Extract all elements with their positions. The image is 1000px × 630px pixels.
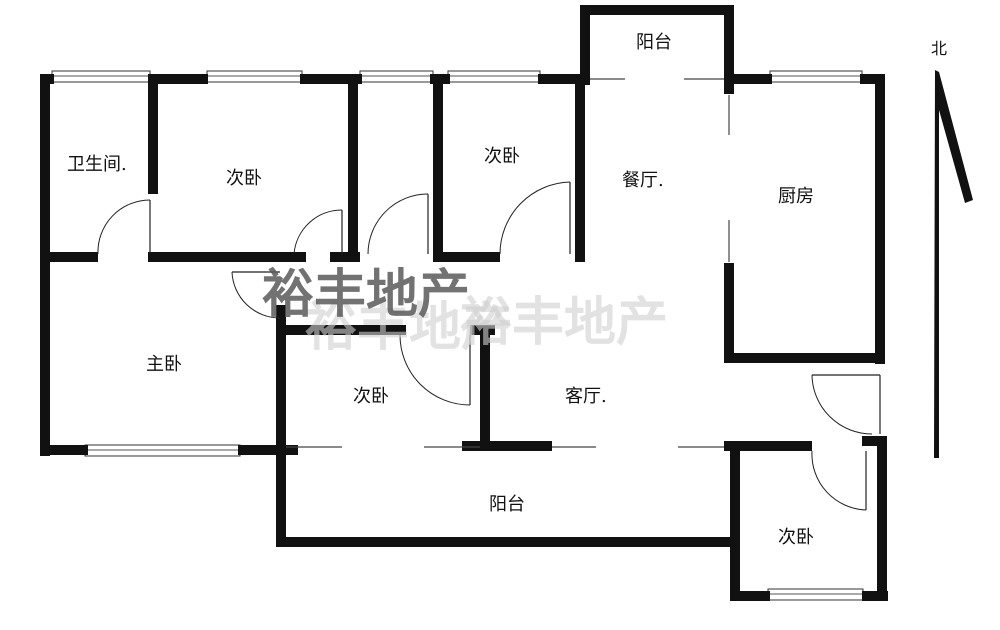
label-dining: 餐厅.: [622, 170, 664, 191]
label-bedroom-top-left: 次卧: [226, 168, 262, 189]
north-arrow-icon: [934, 70, 973, 458]
label-bathroom: 卫生间.: [67, 154, 127, 175]
label-balcony-top: 阳台: [636, 32, 672, 53]
room-labels: 卫生间. 次卧 次卧 阳台 餐厅. 厨房 主卧 次卧 客厅. 阳台 次卧: [67, 32, 814, 548]
label-bedroom-top-mid: 次卧: [484, 146, 520, 167]
watermark-text: 裕丰地产: [262, 265, 470, 325]
master-bedroom-door: [231, 271, 281, 319]
watermark: 裕丰地产 裕丰地产 裕丰地产: [262, 265, 668, 358]
bedroom-mid-door: [399, 334, 471, 406]
label-kitchen: 厨房: [778, 186, 814, 207]
bedroom-top-left-door: [293, 209, 343, 255]
label-balcony-bottom: 阳台: [489, 494, 525, 515]
north-arrow: 北: [931, 39, 973, 458]
bathroom-door: [97, 199, 151, 255]
doors: [97, 181, 881, 511]
north-label: 北: [931, 39, 947, 58]
label-living: 客厅.: [565, 386, 607, 407]
svg-text:裕丰地产: 裕丰地产: [460, 293, 668, 353]
label-bedroom-mid: 次卧: [353, 386, 389, 407]
label-bedroom-bottom-right: 次卧: [778, 527, 814, 548]
bedroom-bottom-right-door: [811, 450, 867, 511]
bedroom-top-mid-door: [367, 193, 429, 255]
entry-door: [811, 374, 881, 435]
label-master-bedroom: 主卧: [146, 354, 182, 375]
walls: [40, 5, 888, 601]
svg-text:裕丰地产: 裕丰地产: [305, 298, 513, 358]
bedroom-second-door: [499, 181, 571, 255]
sliding-doors: [286, 78, 730, 448]
